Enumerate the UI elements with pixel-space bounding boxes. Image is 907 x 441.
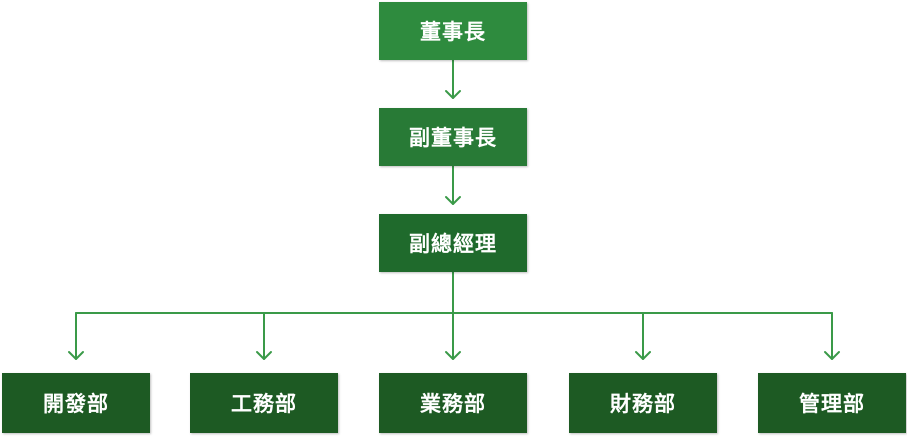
arrowhead-dept-4 (635, 351, 651, 360)
arrowhead-dept-3 (445, 351, 461, 360)
arrowhead-vice-gm (445, 196, 461, 205)
arrowhead-dept-5 (824, 351, 840, 360)
node-vice-general-manager: 副總經理 (379, 214, 527, 272)
node-department-1: 開發部 (2, 373, 150, 433)
node-chairman: 董事長 (379, 2, 527, 60)
arrowhead-vice-chair (445, 90, 461, 99)
arrowhead-dept-1 (68, 351, 84, 360)
node-department-5: 管理部 (758, 373, 906, 433)
node-department-4: 財務部 (569, 373, 717, 433)
node-department-3: 業務部 (379, 373, 527, 433)
node-department-2: 工務部 (190, 373, 338, 433)
arrowhead-dept-2 (256, 351, 272, 360)
node-vice-chairman: 副董事長 (379, 108, 527, 166)
